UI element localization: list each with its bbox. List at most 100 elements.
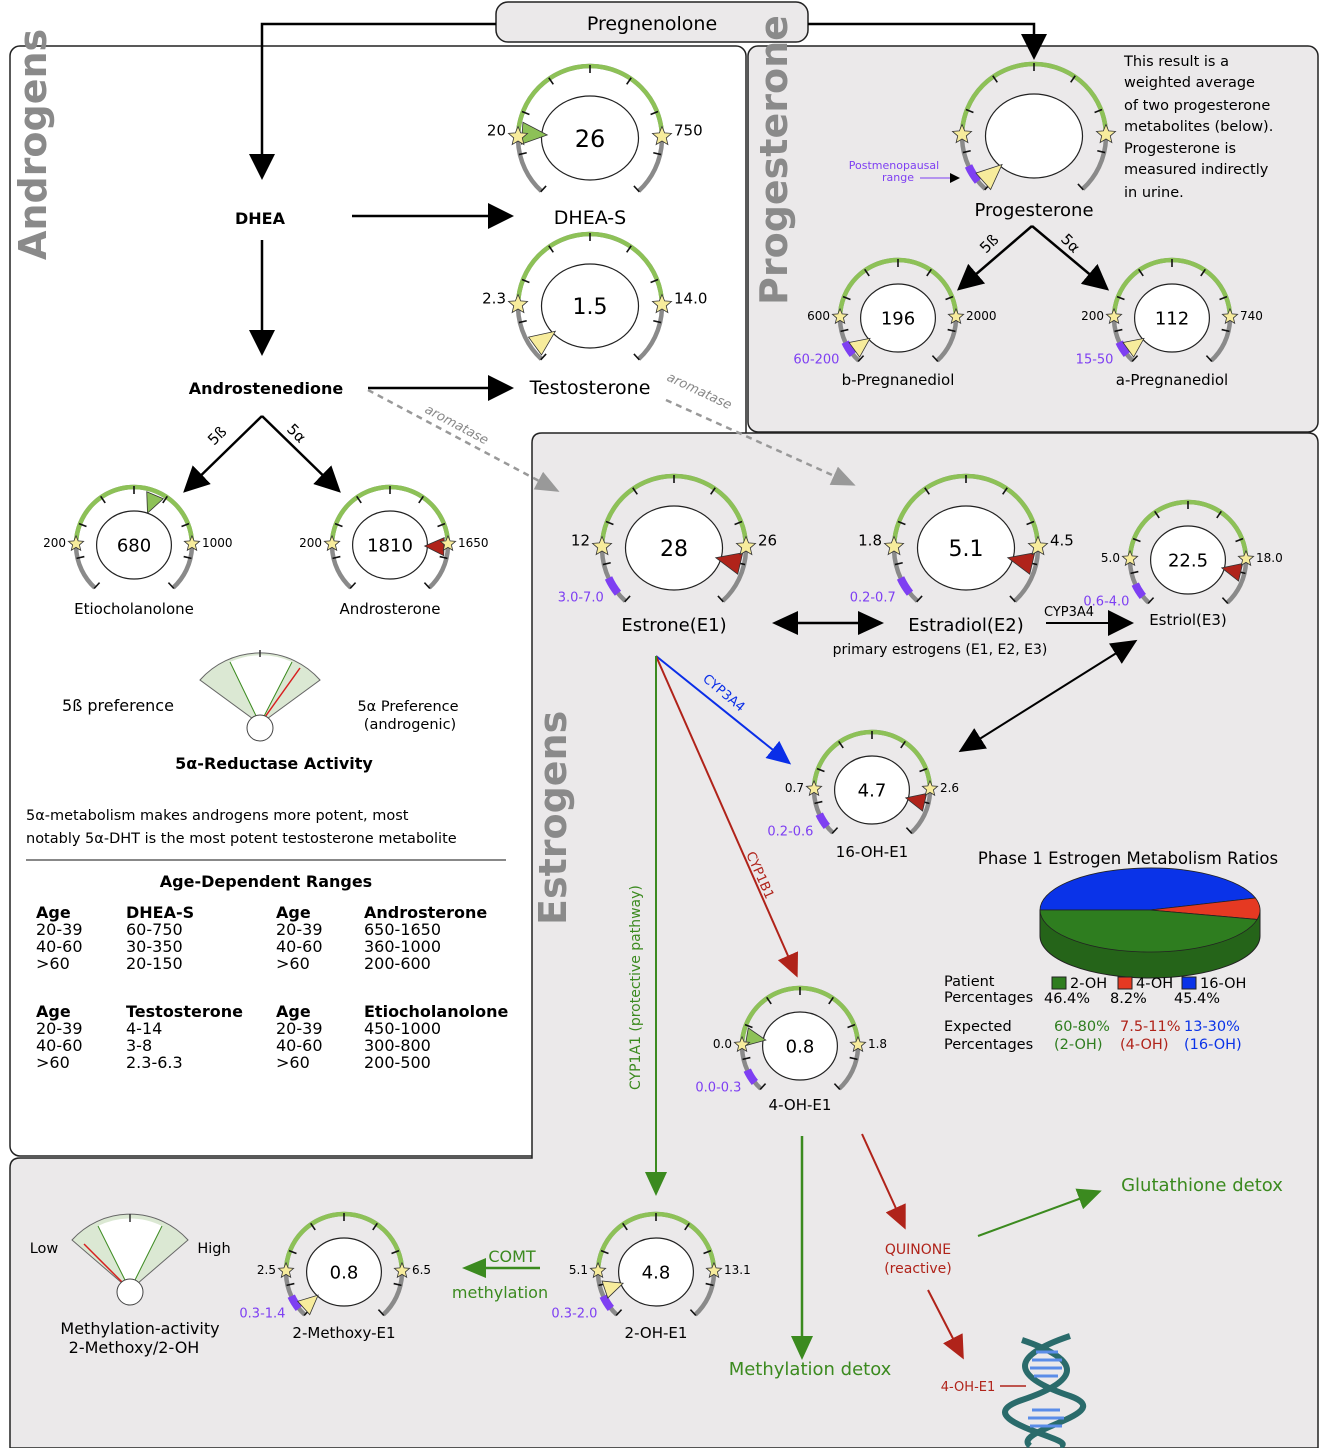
high-limit-label: 2.6 xyxy=(940,781,959,795)
high-limit-label: 750 xyxy=(674,122,703,140)
high-limit-star-icon xyxy=(393,1261,411,1279)
low-limit-star-icon xyxy=(951,123,973,144)
gauge-value: 112 xyxy=(1155,309,1189,330)
postmenopausal-range: 3.0-7.0 xyxy=(558,590,604,605)
low-limit-star-icon xyxy=(883,535,905,556)
svg-text:>60: >60 xyxy=(36,954,70,973)
high-limit-label: 1000 xyxy=(202,536,233,550)
primary-estrogens-label: primary estrogens (E1, E2, E3) xyxy=(833,642,1048,658)
gauge-value: 28 xyxy=(660,537,688,562)
value-marker xyxy=(1006,552,1036,575)
methoxy2-label: 2-Methoxy-E1 xyxy=(292,1324,395,1342)
low-limit-star-icon xyxy=(805,779,823,797)
high-limit-label: 18.0 xyxy=(1256,551,1283,565)
svg-text:60-750: 60-750 xyxy=(126,920,183,939)
high-limit-star-icon xyxy=(1095,123,1117,144)
low-limit-label: 200 xyxy=(43,536,66,550)
postmenopausal-label: Postmenopausal xyxy=(849,159,939,172)
value-marker xyxy=(1122,337,1145,358)
svg-text:Age: Age xyxy=(276,903,311,922)
low-limit-label: 12 xyxy=(571,532,590,550)
reductase-fan-gauge xyxy=(199,650,321,742)
low-limit-label: 20 xyxy=(487,122,506,140)
methylation-label: methylation xyxy=(452,1283,548,1302)
high-limit-star-icon xyxy=(735,535,757,556)
svg-text:200-600: 200-600 xyxy=(364,954,431,973)
ratios-title: Phase 1 Estrogen Metabolism Ratios xyxy=(978,849,1278,868)
estrone-label: Estrone(E1) xyxy=(621,615,726,636)
estradiol-label: Estradiol(E2) xyxy=(908,615,1024,636)
value-marker xyxy=(297,1294,319,1316)
dna-oh4-label: 4-OH-E1 xyxy=(941,1380,996,1395)
svg-text:of two progesterone: of two progesterone xyxy=(1124,98,1270,114)
androgens-title: Androgens xyxy=(11,29,55,260)
low-limit-label: 2.5 xyxy=(257,1263,276,1277)
low-limit-label: 5.1 xyxy=(569,1263,588,1277)
methylation-detox-label: Methylation detox xyxy=(729,1359,892,1380)
methylation-fan-gauge xyxy=(71,1213,189,1306)
svg-text:3-8: 3-8 xyxy=(126,1036,152,1055)
postmenopausal-band xyxy=(1131,582,1147,599)
postmenopausal-band xyxy=(841,340,857,357)
postmenopausal-band xyxy=(743,1068,759,1085)
low-limit-label: 600 xyxy=(807,309,830,323)
svg-text:>60: >60 xyxy=(276,1053,310,1072)
testosterone-label: Testosterone xyxy=(529,377,651,399)
gauge-value: 0.8 xyxy=(330,1263,359,1284)
low-limit-label: 200 xyxy=(299,536,322,550)
age-ranges-title: Age-Dependent Ranges xyxy=(160,872,372,891)
high-limit-label: 13.1 xyxy=(724,1263,751,1277)
high-limit-star-icon xyxy=(183,534,201,552)
ratios-pie-chart xyxy=(1039,867,1261,979)
svg-text:Etiocholanolone: Etiocholanolone xyxy=(364,1002,508,1021)
node-labels: DHEA DHEA-S Androstenedione Testosterone… xyxy=(74,200,1228,1342)
svg-text:Androsterone: Androsterone xyxy=(364,903,487,922)
high-limit-label: 4.5 xyxy=(1050,532,1074,550)
high-limit-label: 740 xyxy=(1240,309,1263,323)
postmenopausal-band xyxy=(287,1294,303,1311)
value-marker xyxy=(146,491,165,514)
dheas-gauge: 26 20 750 xyxy=(487,63,703,193)
pie-slice-16-oh xyxy=(1039,867,1257,911)
svg-text:20-39: 20-39 xyxy=(36,920,83,939)
postmenopausal-range: 0.3-2.0 xyxy=(551,1307,597,1322)
svg-text:650-1650: 650-1650 xyxy=(364,920,441,939)
high-limit-star-icon xyxy=(651,293,673,314)
low-limit-star-icon xyxy=(507,125,529,146)
svg-text:450-1000: 450-1000 xyxy=(364,1019,441,1038)
high-limit-star-icon xyxy=(1221,307,1239,325)
pregnenolone-label: Pregnenolone xyxy=(587,13,717,35)
low-limit-star-icon xyxy=(589,1261,607,1279)
value-marker xyxy=(601,1280,625,1299)
svg-text:45.4%: 45.4% xyxy=(1174,991,1220,1007)
oh2-label: 2-OH-E1 xyxy=(625,1324,688,1342)
svg-text:40-60: 40-60 xyxy=(36,937,83,956)
postmenopausal-range: 0.3-1.4 xyxy=(239,1307,285,1322)
high-limit-label: 1.8 xyxy=(868,1037,887,1051)
gauge-value: 0.8 xyxy=(786,1037,815,1058)
svg-text:20-39: 20-39 xyxy=(276,920,323,939)
value-marker xyxy=(904,792,928,812)
high-limit-label: 14.0 xyxy=(674,290,707,308)
svg-text:(2-OH): (2-OH) xyxy=(1054,1037,1103,1053)
svg-text:30-350: 30-350 xyxy=(126,937,183,956)
gauge-value: 26 xyxy=(575,125,606,153)
svg-text:Age: Age xyxy=(36,1002,71,1021)
svg-text:4-OH: 4-OH xyxy=(1136,976,1173,992)
dhea-label: DHEA xyxy=(235,209,286,228)
oh16-label: 16-OH-E1 xyxy=(836,843,908,861)
svg-text:(16-OH): (16-OH) xyxy=(1184,1037,1242,1053)
postmenopausal-range: 0.6-4.0 xyxy=(1083,595,1129,610)
svg-text:360-1000: 360-1000 xyxy=(364,937,441,956)
svg-text:Age: Age xyxy=(276,1002,311,1021)
svg-text:16-OH: 16-OH xyxy=(1200,976,1246,992)
gauge-value: 22.5 xyxy=(1168,551,1208,572)
quinone-label: QUINONE xyxy=(885,1242,951,1258)
svg-text:300-800: 300-800 xyxy=(364,1036,431,1055)
